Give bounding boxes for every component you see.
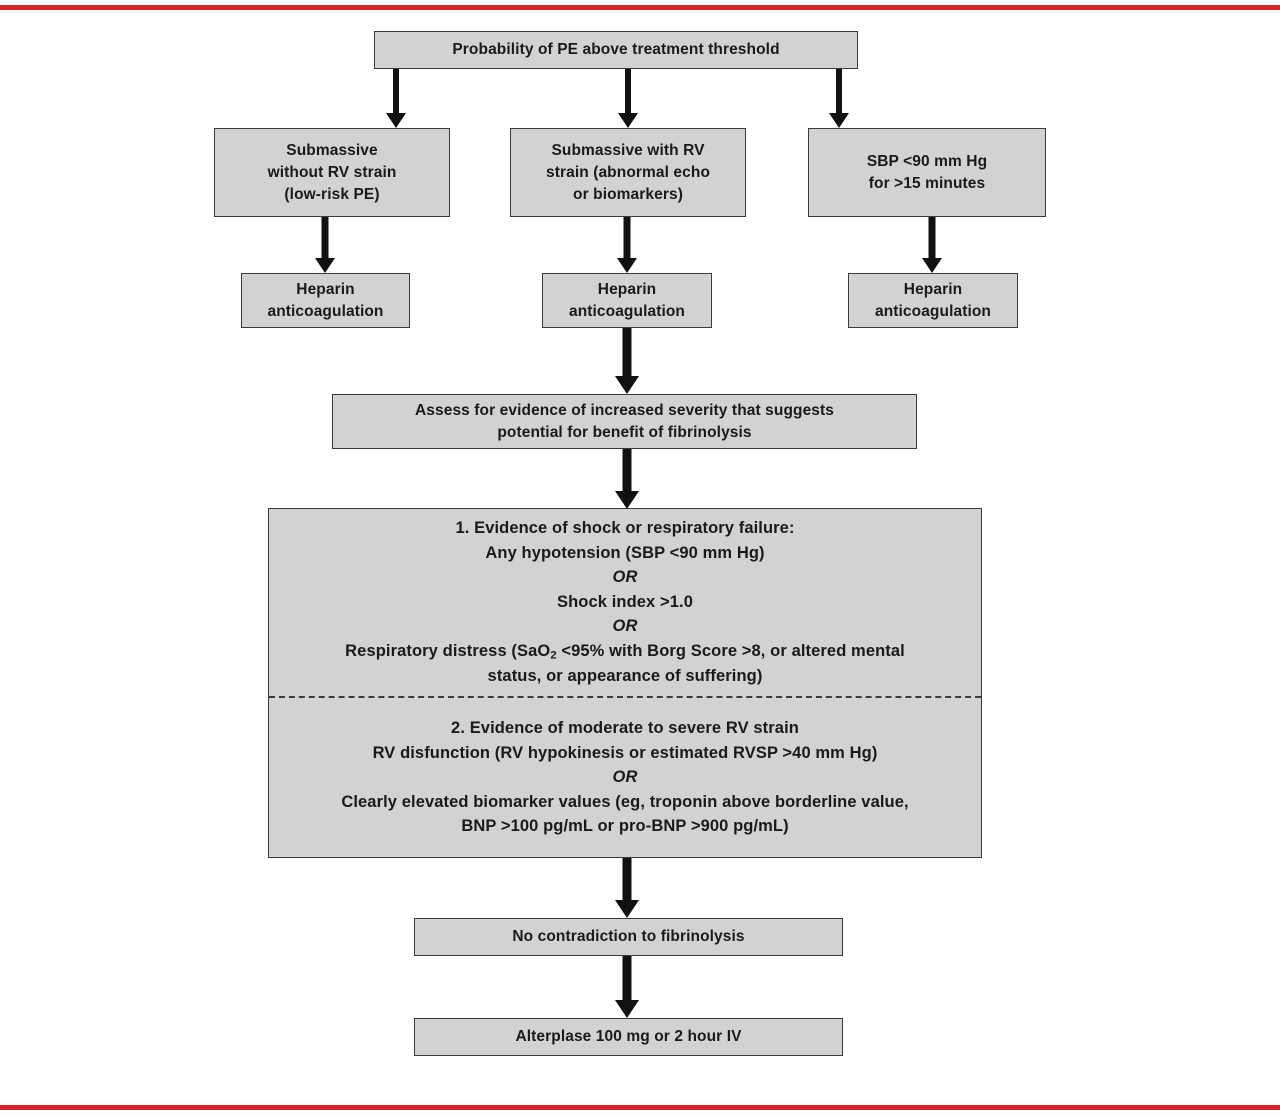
criteria2-or-1: OR: [612, 768, 638, 787]
node-heparin-right: Heparin anticoagulation: [848, 273, 1018, 328]
node-heparin-middle-line1: Heparin: [597, 280, 657, 298]
node-heparin-middle: Heparin anticoagulation: [542, 273, 712, 328]
arrow-criteria-to-no-contradiction: [612, 858, 642, 918]
criteria2-item2-line2: BNP >100 pg/mL or pro-BNP >900 pg/mL): [461, 817, 789, 836]
criteria1-item2: Shock index >1.0: [557, 592, 693, 611]
node-assess-severity: Assess for evidence of increased severit…: [332, 394, 917, 449]
criteria-part-1: 1. Evidence of shock or respiratory fail…: [269, 509, 981, 696]
node-heparin-left-line2: anticoagulation: [267, 302, 384, 320]
node-submassive-without-line3: (low-risk PE): [284, 185, 380, 203]
arrow-root-to-left: [385, 69, 407, 128]
node-submassive-with-line1: Submassive with RV: [551, 141, 705, 159]
node-alterplase: Alterplase 100 mg or 2 hour IV: [414, 1018, 843, 1056]
node-heparin-left: Heparin anticoagulation: [241, 273, 410, 328]
arrow-middle-to-heparin: [616, 217, 638, 273]
arrow-assess-to-criteria: [612, 449, 642, 509]
criteria2-heading: 2. Evidence of moderate to severe RV str…: [451, 719, 799, 738]
node-submassive-without-line2: without RV strain: [267, 163, 397, 181]
arrow-right-to-heparin: [921, 217, 943, 273]
node-assess-line2: potential for benefit of fibrinolysis: [497, 423, 752, 441]
node-sbp-hypotension: SBP <90 mm Hg for >15 minutes: [808, 128, 1046, 217]
criteria1-item3-line2: status, or appearance of suffering): [487, 667, 763, 686]
node-submassive-without-line1: Submassive: [286, 141, 378, 159]
node-submassive-with-rv-strain: Submassive with RV strain (abnormal echo…: [510, 128, 746, 217]
node-submassive-without-rv-strain: Submassive without RV strain (low-risk P…: [214, 128, 450, 217]
criteria2-item1: RV disfunction (RV hypokinesis or estima…: [372, 743, 878, 762]
node-severity-criteria: 1. Evidence of shock or respiratory fail…: [268, 508, 982, 858]
node-submassive-with-line2: strain (abnormal echo: [545, 163, 711, 181]
node-no-contradiction-label: No contradiction to fibrinolysis: [512, 928, 745, 945]
arrow-heparin-to-assess: [612, 328, 642, 394]
criteria2-item2-line1: Clearly elevated biomarker values (eg, t…: [341, 792, 909, 811]
node-heparin-left-line1: Heparin: [296, 280, 355, 298]
node-alterplase-label: Alterplase 100 mg or 2 hour IV: [515, 1028, 742, 1045]
arrow-no-contradiction-to-alterplase: [612, 956, 642, 1018]
arrow-root-to-right: [828, 69, 850, 128]
criteria1-item1: Any hypotension (SBP <90 mm Hg): [485, 543, 765, 562]
criteria1-item3-suffix: <95% with Borg Score >8, or altered ment…: [556, 642, 905, 661]
node-root: Probability of PE above treatment thresh…: [374, 31, 858, 69]
bottom-accent-rule: [0, 1105, 1280, 1110]
node-no-contradiction: No contradiction to fibrinolysis: [414, 918, 843, 956]
node-heparin-right-line2: anticoagulation: [874, 302, 992, 320]
criteria-divider: [269, 695, 981, 698]
sao2-subscript: 2: [550, 649, 557, 662]
criteria1-heading: 1. Evidence of shock or respiratory fail…: [455, 519, 795, 538]
node-submassive-with-line3: or biomarkers): [573, 185, 683, 203]
node-sbp-line1: SBP <90 mm Hg: [866, 152, 988, 170]
criteria1-item3-line1: Respiratory distress (SaO2 <95% with Bor…: [345, 639, 905, 664]
top-accent-rule: [0, 5, 1280, 10]
criteria1-or-2: OR: [612, 617, 638, 636]
node-sbp-line2: for >15 minutes: [868, 174, 986, 192]
arrow-root-to-middle: [617, 69, 639, 128]
criteria1-item3-prefix: Respiratory distress (SaO: [345, 642, 551, 661]
node-assess-line1: Assess for evidence of increased severit…: [414, 401, 834, 419]
node-heparin-middle-line2: anticoagulation: [568, 302, 686, 320]
node-heparin-right-line1: Heparin: [903, 280, 963, 298]
node-root-label: Probability of PE above treatment thresh…: [452, 41, 780, 58]
criteria1-or-1: OR: [612, 568, 638, 587]
criteria-part-2: 2. Evidence of moderate to severe RV str…: [269, 698, 981, 857]
arrow-left-to-heparin: [314, 217, 336, 273]
